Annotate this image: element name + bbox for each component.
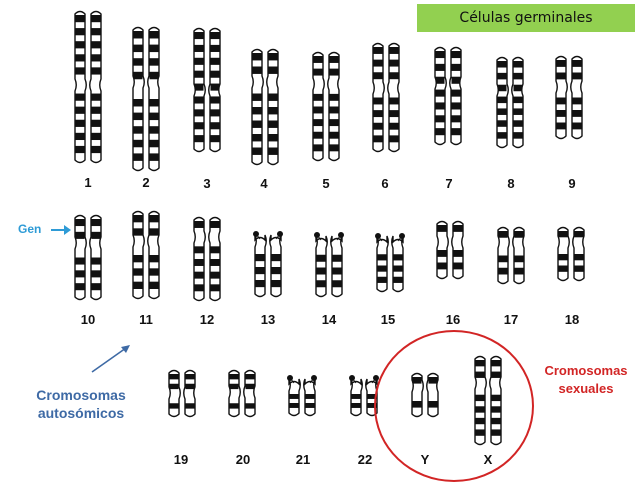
sex-chromosomes-label: Cromosomas sexuales <box>536 362 636 398</box>
chromosome-21 <box>287 375 317 417</box>
label-chr-20: 20 <box>235 452 251 467</box>
label-chr-3: 3 <box>203 176 211 191</box>
chromosome-6 <box>372 42 400 153</box>
label-chr-11: 11 <box>139 312 153 327</box>
label-chr-9: 9 <box>568 176 576 191</box>
chromosome-8 <box>496 56 524 149</box>
chromosome-11 <box>132 210 160 300</box>
chromosome-1 <box>74 10 102 164</box>
label-chr-17: 17 <box>503 312 519 327</box>
label-chr-7: 7 <box>445 176 453 191</box>
label-chr-21: 21 <box>295 452 311 467</box>
sex-chromosomes-highlight <box>374 330 534 482</box>
chromosome-16 <box>436 220 464 280</box>
chromosome-14 <box>314 232 344 298</box>
label-chr-2: 2 <box>142 175 150 190</box>
chromosome-15 <box>375 233 405 293</box>
chromosome-9 <box>555 55 583 140</box>
label-chr-6: 6 <box>381 176 389 191</box>
chromosome-12 <box>193 216 221 302</box>
chromosome-3 <box>193 27 221 153</box>
label-chr-22: 22 <box>357 452 373 467</box>
label-chr-15: 15 <box>380 312 396 327</box>
label-chr-19: 19 <box>173 452 189 467</box>
label-chr-18: 18 <box>564 312 580 327</box>
gene-label: Gen <box>18 222 42 236</box>
label-chr-12: 12 <box>199 312 215 327</box>
autosomes-label-line1: Cromosomas <box>36 387 126 403</box>
diagonal-arrow-icon <box>91 345 130 373</box>
chromosome-7 <box>434 46 462 146</box>
chromosome-20 <box>228 369 256 418</box>
chromosome-10 <box>74 214 102 301</box>
sex-label-line1: Cromosomas <box>544 363 628 378</box>
label-chr-16: 16 <box>445 312 461 327</box>
sex-label-line2: sexuales <box>558 381 614 396</box>
chromosome-13 <box>253 231 283 298</box>
chromosome-2 <box>132 26 160 172</box>
autosomes-label-line2: autosómicos <box>37 405 125 421</box>
chromosome-18 <box>557 226 585 282</box>
chromosome-17 <box>497 226 525 285</box>
chromosome-19 <box>168 369 196 418</box>
right-arrow-icon <box>51 225 71 235</box>
label-chr-5: 5 <box>322 176 330 191</box>
chromosome-4 <box>251 48 279 166</box>
label-chr-13: 13 <box>260 312 276 327</box>
autosomes-label: Cromosomas autosómicos <box>26 386 136 422</box>
title-box: Células germinales <box>417 4 635 32</box>
label-chr-4: 4 <box>260 176 268 191</box>
label-chr-10: 10 <box>80 312 96 327</box>
chromosome-5 <box>312 51 340 162</box>
label-chr-1: 1 <box>84 175 92 190</box>
label-chr-14: 14 <box>321 312 337 327</box>
label-chr-8: 8 <box>507 176 515 191</box>
